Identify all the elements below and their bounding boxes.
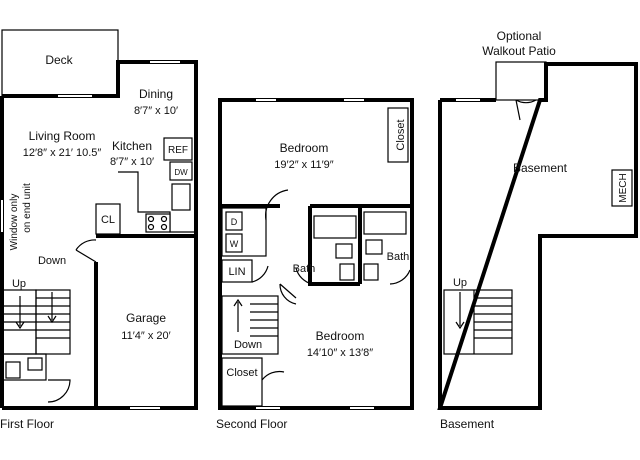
bedroom-1-label: Bedroom — [280, 141, 329, 155]
arrow-head — [233, 298, 243, 307]
stove-icon — [145, 213, 171, 233]
refrigerator — [163, 137, 193, 161]
sink-icon — [363, 263, 379, 281]
stair-down — [221, 295, 279, 355]
basement-title: Basement — [440, 417, 495, 431]
first-floor-plan: Deck Dining 8′7″ x 10′ Living Room 12′8″… — [0, 29, 198, 431]
dining-label: Dining — [139, 87, 173, 101]
stair-treads — [2, 297, 70, 339]
door-swing — [47, 379, 71, 403]
up-label: Up — [453, 277, 467, 289]
living-room-dimensions: 12′8″ x 21′ 10.5″ — [23, 147, 102, 159]
stair-treads — [473, 290, 512, 354]
bedroom-1-dimensions: 19′2″ x 11′9″ — [274, 159, 334, 171]
dining-dimensions: 8′7″ x 10′ — [134, 105, 178, 117]
tub-left-icon — [313, 215, 357, 239]
kitchen-label: Kitchen — [112, 139, 152, 153]
washer-label: W — [230, 239, 239, 249]
dw-label: DW — [174, 168, 188, 177]
bedroom-2-dimensions: 14′10″ x 13′8″ — [307, 347, 373, 359]
washer-icon — [225, 233, 243, 253]
bath-right-label: Bath — [387, 251, 410, 263]
closet-top-label: Closet — [395, 119, 407, 150]
linen-closet — [221, 259, 253, 283]
ref-label: REF — [168, 145, 188, 156]
mech-label: MECH — [618, 173, 629, 202]
closet-label: CL — [101, 214, 115, 226]
bedroom-2-label: Bedroom — [316, 329, 365, 343]
arrow-head — [455, 321, 465, 330]
second-floor-outer-wall — [218, 98, 414, 410]
toilet-icon — [365, 239, 383, 255]
toilet-icon — [335, 243, 353, 259]
bath-left-label: Bath — [293, 263, 316, 275]
closet-bottom-label: Closet — [226, 367, 257, 379]
deck-label: Deck — [45, 53, 73, 67]
second-floor-plan: Bedroom 19′2″ x 11′9″ Closet D W LIN Bat… — [216, 98, 414, 431]
up-label: Up — [12, 278, 26, 290]
mech-room — [611, 169, 633, 207]
kitchen-dimensions: 8′7″ x 10′ — [110, 156, 154, 168]
arrow-head — [47, 315, 57, 324]
kitchen-counter — [118, 171, 196, 233]
tub-right-icon — [363, 211, 407, 235]
door-swing — [251, 265, 269, 283]
basement-plan: Optional Walkout Patio Basement MECH Up … — [437, 29, 638, 431]
door-swing — [515, 99, 537, 121]
linen-label: LIN — [228, 266, 245, 278]
first-floor-title: First Floor — [0, 417, 54, 431]
window-note-2: on end unit — [22, 183, 33, 233]
toilet-icon — [5, 361, 21, 379]
living-room-label: Living Room — [29, 129, 96, 143]
door-swing — [265, 189, 289, 221]
sink-icon — [171, 183, 191, 211]
washer-dryer-closet — [221, 207, 267, 257]
door-swing — [261, 370, 285, 381]
door-swing — [279, 283, 297, 305]
stair-treads — [250, 303, 278, 337]
down-label: Down — [38, 255, 66, 267]
door-swing — [389, 269, 411, 285]
walkout-patio — [495, 61, 547, 101]
window-note-1: Window only — [9, 194, 20, 251]
basement-outer-wall — [437, 62, 638, 410]
sink-icon — [339, 263, 355, 281]
door-swing — [295, 267, 313, 285]
door-swing — [75, 239, 97, 263]
patio-label-1: Optional — [497, 29, 542, 43]
dryer-icon — [225, 211, 243, 231]
down-label: Down — [234, 339, 262, 351]
patio-label-2: Walkout Patio — [482, 44, 556, 58]
powder-room — [1, 353, 47, 381]
basement-room-label: Basement — [513, 161, 568, 175]
garage-label: Garage — [126, 311, 166, 325]
second-floor-title: Second Floor — [216, 417, 287, 431]
sink-icon — [27, 357, 43, 371]
dryer-label: D — [231, 217, 238, 227]
closet-bottom — [221, 357, 263, 407]
dishwasher — [169, 161, 193, 181]
closet-top — [387, 107, 409, 163]
garage-dimensions: 11′4″ x 20′ — [121, 330, 170, 342]
arrow-head — [15, 321, 25, 330]
